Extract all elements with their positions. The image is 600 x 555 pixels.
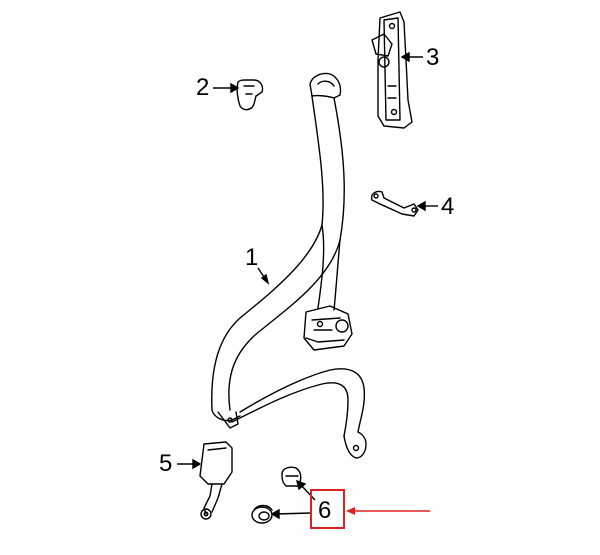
callout-6: 6 — [318, 497, 332, 524]
callout-4: 4 — [441, 193, 455, 220]
leader-lines — [177, 51, 438, 520]
highlight-arrow — [346, 507, 430, 515]
callout-1: 1 — [245, 244, 259, 271]
belt-guide-part — [236, 79, 264, 111]
highlight-box — [310, 489, 345, 529]
seat-belt-webbing — [211, 72, 367, 459]
height-adjuster-part — [371, 11, 413, 129]
bracket-part — [370, 190, 419, 217]
buckle-part — [199, 441, 233, 520]
cap-part-lower — [251, 504, 273, 524]
callout-5: 5 — [159, 450, 173, 477]
cap-part-upper — [281, 466, 302, 487]
callout-2: 2 — [196, 74, 210, 101]
retractor — [303, 305, 353, 351]
callout-3: 3 — [426, 44, 440, 71]
